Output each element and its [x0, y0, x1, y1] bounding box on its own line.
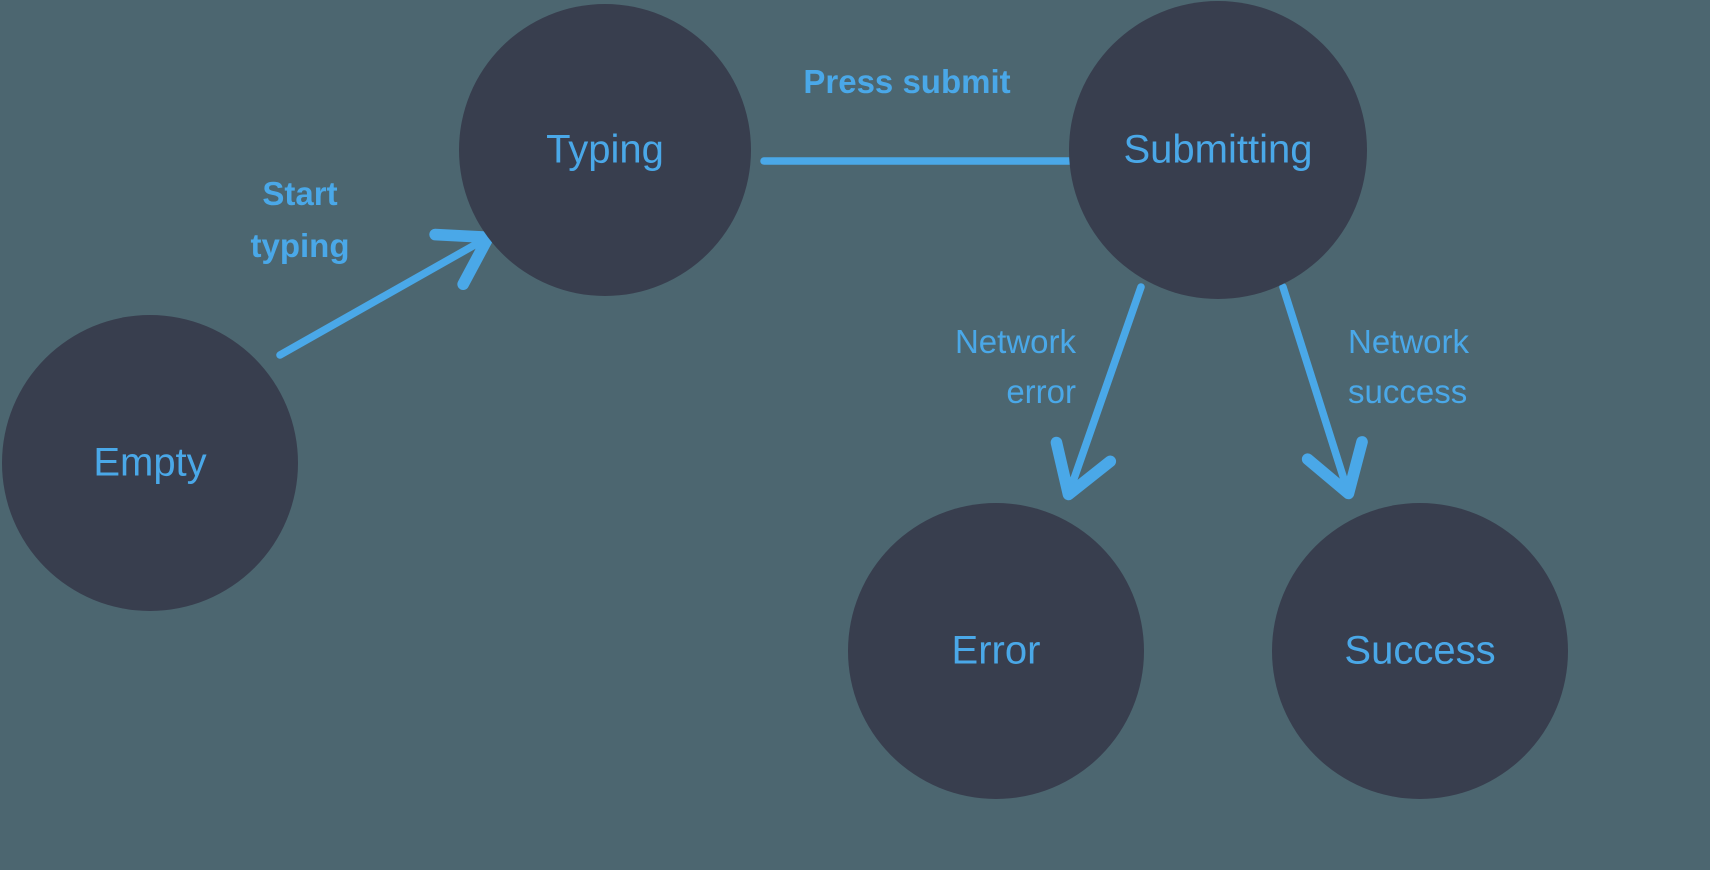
- state-label-error: Error: [952, 629, 1041, 673]
- edge-submitting-to-error: [1050, 283, 1145, 501]
- state-label-success: Success: [1344, 629, 1495, 673]
- state-circle-empty[interactable]: [2, 315, 298, 611]
- state-node-error[interactable]: Error: [848, 503, 1144, 799]
- edge-submitting-to-success: [1279, 283, 1368, 500]
- edge-line-submitting-to-error: [1050, 283, 1145, 501]
- state-circle-typing[interactable]: [459, 4, 751, 296]
- state-circle-submitting[interactable]: [1069, 1, 1367, 299]
- state-node-empty[interactable]: Empty: [2, 315, 298, 611]
- state-node-typing[interactable]: Typing: [459, 4, 751, 296]
- state-label-typing: Typing: [546, 128, 664, 172]
- edge-label-press-submit: Press submit: [803, 63, 1010, 100]
- state-circle-error[interactable]: [848, 503, 1144, 799]
- state-label-submitting: Submitting: [1124, 128, 1313, 172]
- state-node-success[interactable]: Success: [1272, 503, 1568, 799]
- state-circle-success[interactable]: [1272, 503, 1568, 799]
- edge-empty-to-typing: [276, 228, 495, 359]
- edge-line-submitting-to-success: [1279, 283, 1368, 500]
- state-label-empty: Empty: [93, 441, 206, 485]
- state-node-submitting[interactable]: Submitting: [1069, 1, 1367, 299]
- edge-line-empty-to-typing: [276, 228, 495, 359]
